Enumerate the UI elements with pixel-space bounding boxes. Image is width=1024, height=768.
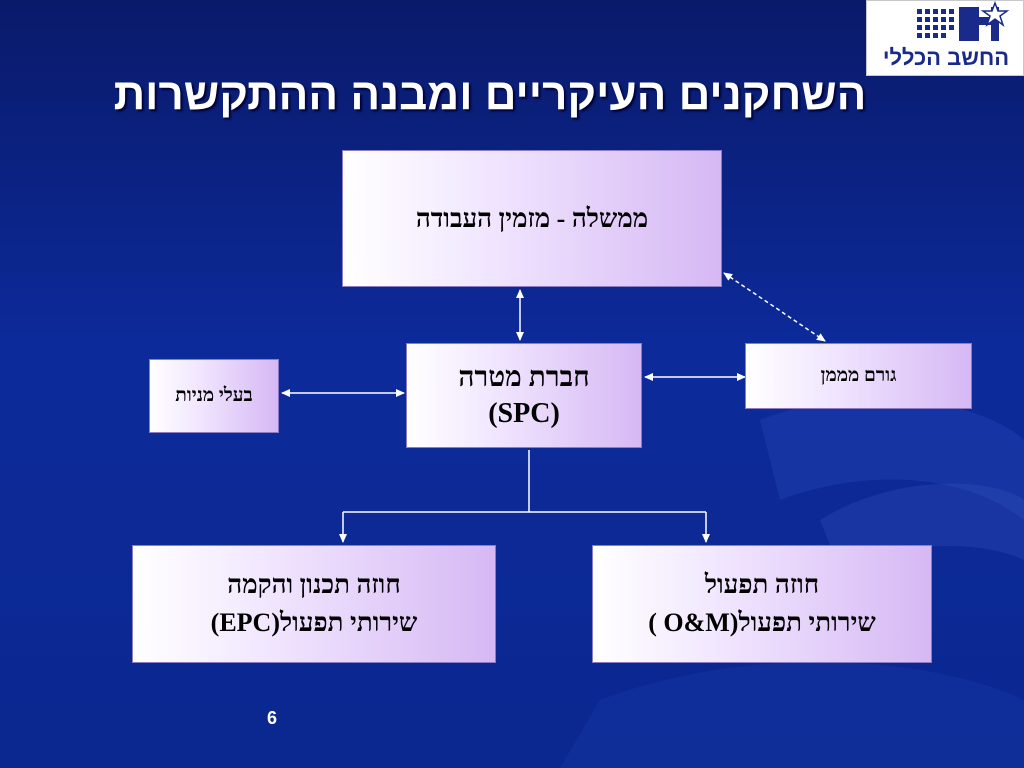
logo-text: החשב הכללי xyxy=(882,45,1010,70)
om-label: חוזה תפעול xyxy=(704,570,820,599)
page-number: 6 xyxy=(266,708,277,728)
shareholders-box: בעלי מניות xyxy=(149,359,279,433)
shareholders-label: בעלי מניות xyxy=(175,385,253,406)
epc-services: שירותי תפעול(EPC) xyxy=(210,608,418,637)
government-label: ממשלה - מזמין העבודה xyxy=(415,203,649,233)
epc-box: חוזה תכנון והקמה שירותי תפעול(EPC) xyxy=(132,545,496,663)
spc-box: חברת מטרה (SPC) xyxy=(406,343,642,448)
spc-label: חברת מטרה xyxy=(458,361,590,393)
connector-gov-financier xyxy=(723,272,826,342)
epc-label: חוזה תכנון והקמה xyxy=(227,570,401,599)
financier-box: גורם מממן xyxy=(745,343,972,409)
om-services: שירותי תפעול(O&M ) xyxy=(648,608,876,637)
logo: החשב הכללי xyxy=(866,0,1024,76)
financier-label: גורם מממן xyxy=(820,365,897,386)
government-box: ממשלה - מזמין העבודה xyxy=(342,150,722,287)
slide-title: השחקנים העיקריים ומבנה ההתקשרות xyxy=(113,70,867,119)
om-box: חוזה תפעול שירותי תפעול(O&M ) xyxy=(592,545,932,663)
logo-mark-icon xyxy=(917,1,1010,41)
spc-abbrev: (SPC) xyxy=(488,397,560,429)
